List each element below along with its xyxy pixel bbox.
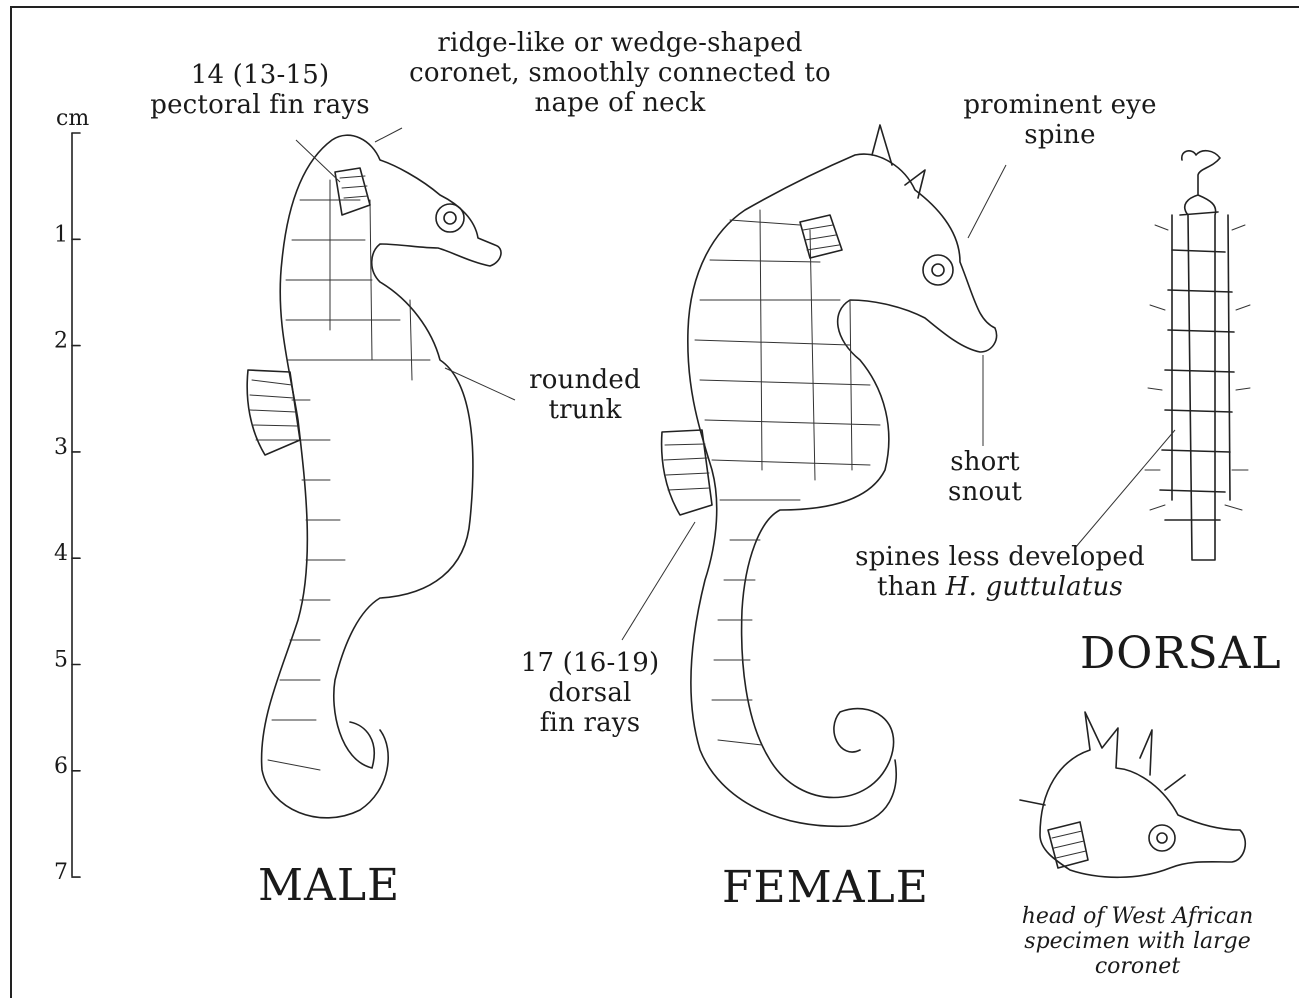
pectoral-fin-count: 14 (13-15) xyxy=(140,60,380,90)
dorsal-view-title: DORSAL xyxy=(1080,628,1282,679)
snout-label: short snout xyxy=(925,447,1045,507)
coronet-line-2: coronet, smoothly connected to xyxy=(390,58,850,88)
spines-line-2-prefix: than xyxy=(877,572,946,602)
eye-spine-label: prominent eye spine xyxy=(940,90,1180,150)
pectoral-fin-text: pectoral fin rays xyxy=(140,90,380,120)
male-view-title: MALE xyxy=(258,860,400,911)
male-seahorse-drawing xyxy=(247,135,501,818)
dorsal-seahorse-drawing xyxy=(1145,151,1250,560)
scale-tick-label: 3 xyxy=(54,435,68,460)
spines-line-2: than H. guttulatus xyxy=(835,572,1165,602)
trunk-line-2: trunk xyxy=(510,395,660,425)
coronet-leader xyxy=(375,128,402,142)
species-name: H. guttulatus xyxy=(946,572,1123,602)
dorsal-fin-count: 17 (16-19) xyxy=(505,648,675,678)
caption-line-1: head of West African xyxy=(1005,904,1270,929)
scale-unit-label: cm xyxy=(56,106,89,131)
dorsal-fin-label: 17 (16-19) dorsal fin rays xyxy=(505,648,675,738)
trunk-line-1: rounded xyxy=(510,365,660,395)
coronet-line-3: nape of neck xyxy=(390,88,850,118)
scale-tick-label: 6 xyxy=(54,754,68,779)
trunk-leader xyxy=(445,368,515,400)
eye-spine-leader xyxy=(968,165,1006,238)
scale-tick-label: 2 xyxy=(54,329,68,354)
dorsal-fin-line-3: fin rays xyxy=(505,708,675,738)
west-african-caption: head of West African specimen with large… xyxy=(1005,904,1270,979)
snout-line-2: snout xyxy=(925,477,1045,507)
scale-tick-label: 1 xyxy=(54,222,68,247)
scale-tick-label: 4 xyxy=(54,541,68,566)
caption-line-3: coronet xyxy=(1005,954,1270,979)
dorsal-rays-leader xyxy=(622,522,695,640)
dorsal-fin-line-2: dorsal xyxy=(505,678,675,708)
caption-line-2: specimen with large xyxy=(1005,929,1270,954)
west-african-head-drawing xyxy=(1020,712,1245,877)
coronet-label: ridge-like or wedge-shaped coronet, smoo… xyxy=(390,28,850,118)
eye-spine-line-2: spine xyxy=(940,120,1180,150)
scale-bar: 1 2 3 4 5 6 7 cm xyxy=(54,106,89,885)
spines-label: spines less developed than H. guttulatus xyxy=(835,542,1165,602)
eye-spine-line-1: prominent eye xyxy=(940,90,1180,120)
pectoral-fin-label: 14 (13-15) pectoral fin rays xyxy=(140,60,380,120)
scale-tick-label: 7 xyxy=(54,860,68,885)
spines-line-1: spines less developed xyxy=(835,542,1165,572)
coronet-line-1: ridge-like or wedge-shaped xyxy=(390,28,850,58)
female-view-title: FEMALE xyxy=(722,862,929,913)
spines-leader xyxy=(1075,430,1175,548)
scale-tick-label: 5 xyxy=(54,648,68,673)
snout-line-1: short xyxy=(925,447,1045,477)
trunk-label: rounded trunk xyxy=(510,365,660,425)
